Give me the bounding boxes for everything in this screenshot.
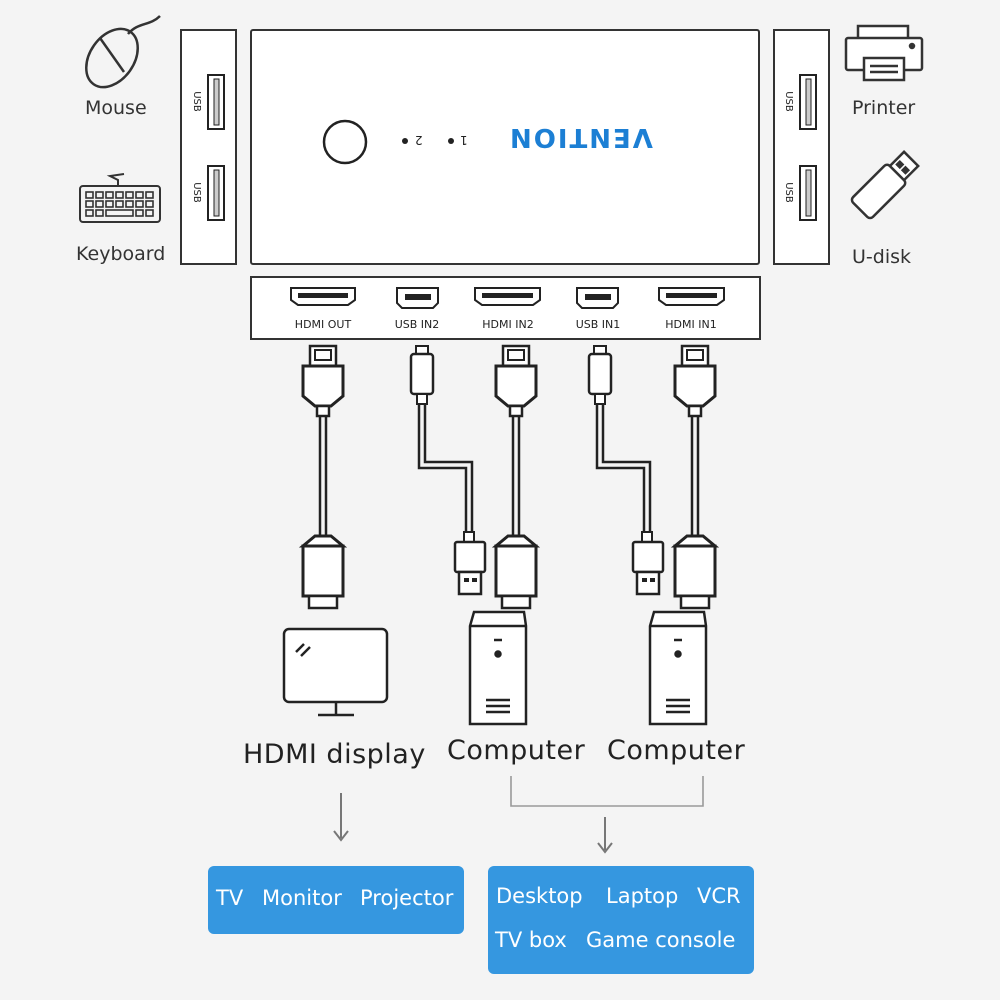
computer-examples-box: Desktop Laptop VCR TV box Game console: [488, 866, 754, 974]
computer-example-laptop: Laptop: [606, 884, 679, 908]
hdmi-port: [290, 287, 356, 306]
led-indicator-1: [448, 138, 454, 144]
switch-button[interactable]: [322, 119, 368, 165]
monitor-icon: [282, 627, 389, 717]
hdmi-port: [658, 287, 725, 306]
arrow-down-icon: [597, 817, 613, 854]
computer-example-game-console: Game console: [586, 928, 736, 952]
usb-drive-icon: [850, 150, 920, 220]
computer-example-tv-box: TV box: [495, 928, 567, 952]
hdmi-display-label: HDMI display: [243, 739, 426, 770]
display-example-tv: TV: [216, 886, 244, 910]
computer-tower-icon: [648, 610, 708, 726]
right-usb-panel: [773, 29, 830, 265]
hdmi-cable: [301, 344, 345, 610]
computer-1-label: Computer: [447, 735, 586, 766]
switch-port-panel: [250, 276, 761, 340]
printer-label: Printer: [852, 97, 916, 119]
mouse-icon: [85, 15, 161, 89]
computer-example-vcr: VCR: [697, 884, 741, 908]
brand-logo: VENTION: [508, 122, 653, 152]
computer-tower-icon: [468, 610, 528, 726]
printer-icon: [844, 24, 924, 82]
usb-port-label: USB: [190, 91, 202, 112]
led-indicator-2: [402, 138, 408, 144]
computer-2-label: Computer: [607, 735, 746, 766]
hdmi-cable: [494, 344, 538, 610]
display-examples-box: TV Monitor Projector: [208, 866, 464, 934]
display-example-monitor: Monitor: [262, 886, 342, 910]
computer-example-desktop: Desktop: [496, 884, 583, 908]
port-label-usb-in2: USB IN2: [394, 318, 440, 331]
grouping-bracket: [510, 776, 704, 807]
usb-cable: [409, 345, 487, 596]
port-label-hdmi-in1: HDMI IN1: [665, 318, 717, 331]
port-label-hdmi-out: HDMI OUT: [294, 318, 352, 331]
indicator-2-label: 2: [415, 133, 423, 147]
usb-port-label: USB: [782, 182, 794, 203]
hdmi-cable: [673, 344, 717, 610]
usb-b-port: [396, 287, 439, 309]
udisk-label: U-disk: [852, 246, 912, 268]
mouse-label: Mouse: [85, 97, 147, 119]
usb-cable: [587, 345, 665, 596]
usb-port-label: USB: [782, 91, 794, 112]
usb-b-port: [576, 287, 619, 309]
port-label-usb-in1: USB IN1: [575, 318, 621, 331]
keyboard-icon: [79, 173, 161, 223]
port-label-hdmi-in2: HDMI IN2: [482, 318, 534, 331]
hdmi-port: [474, 287, 541, 306]
indicator-1-label: 1: [460, 133, 468, 147]
usb-port-label: USB: [190, 182, 202, 203]
keyboard-label: Keyboard: [76, 243, 166, 265]
display-example-projector: Projector: [360, 886, 454, 910]
switch-top-panel: [250, 29, 760, 265]
cables: [301, 344, 717, 610]
left-usb-panel: [180, 29, 237, 265]
arrow-down-icon: [333, 793, 349, 842]
